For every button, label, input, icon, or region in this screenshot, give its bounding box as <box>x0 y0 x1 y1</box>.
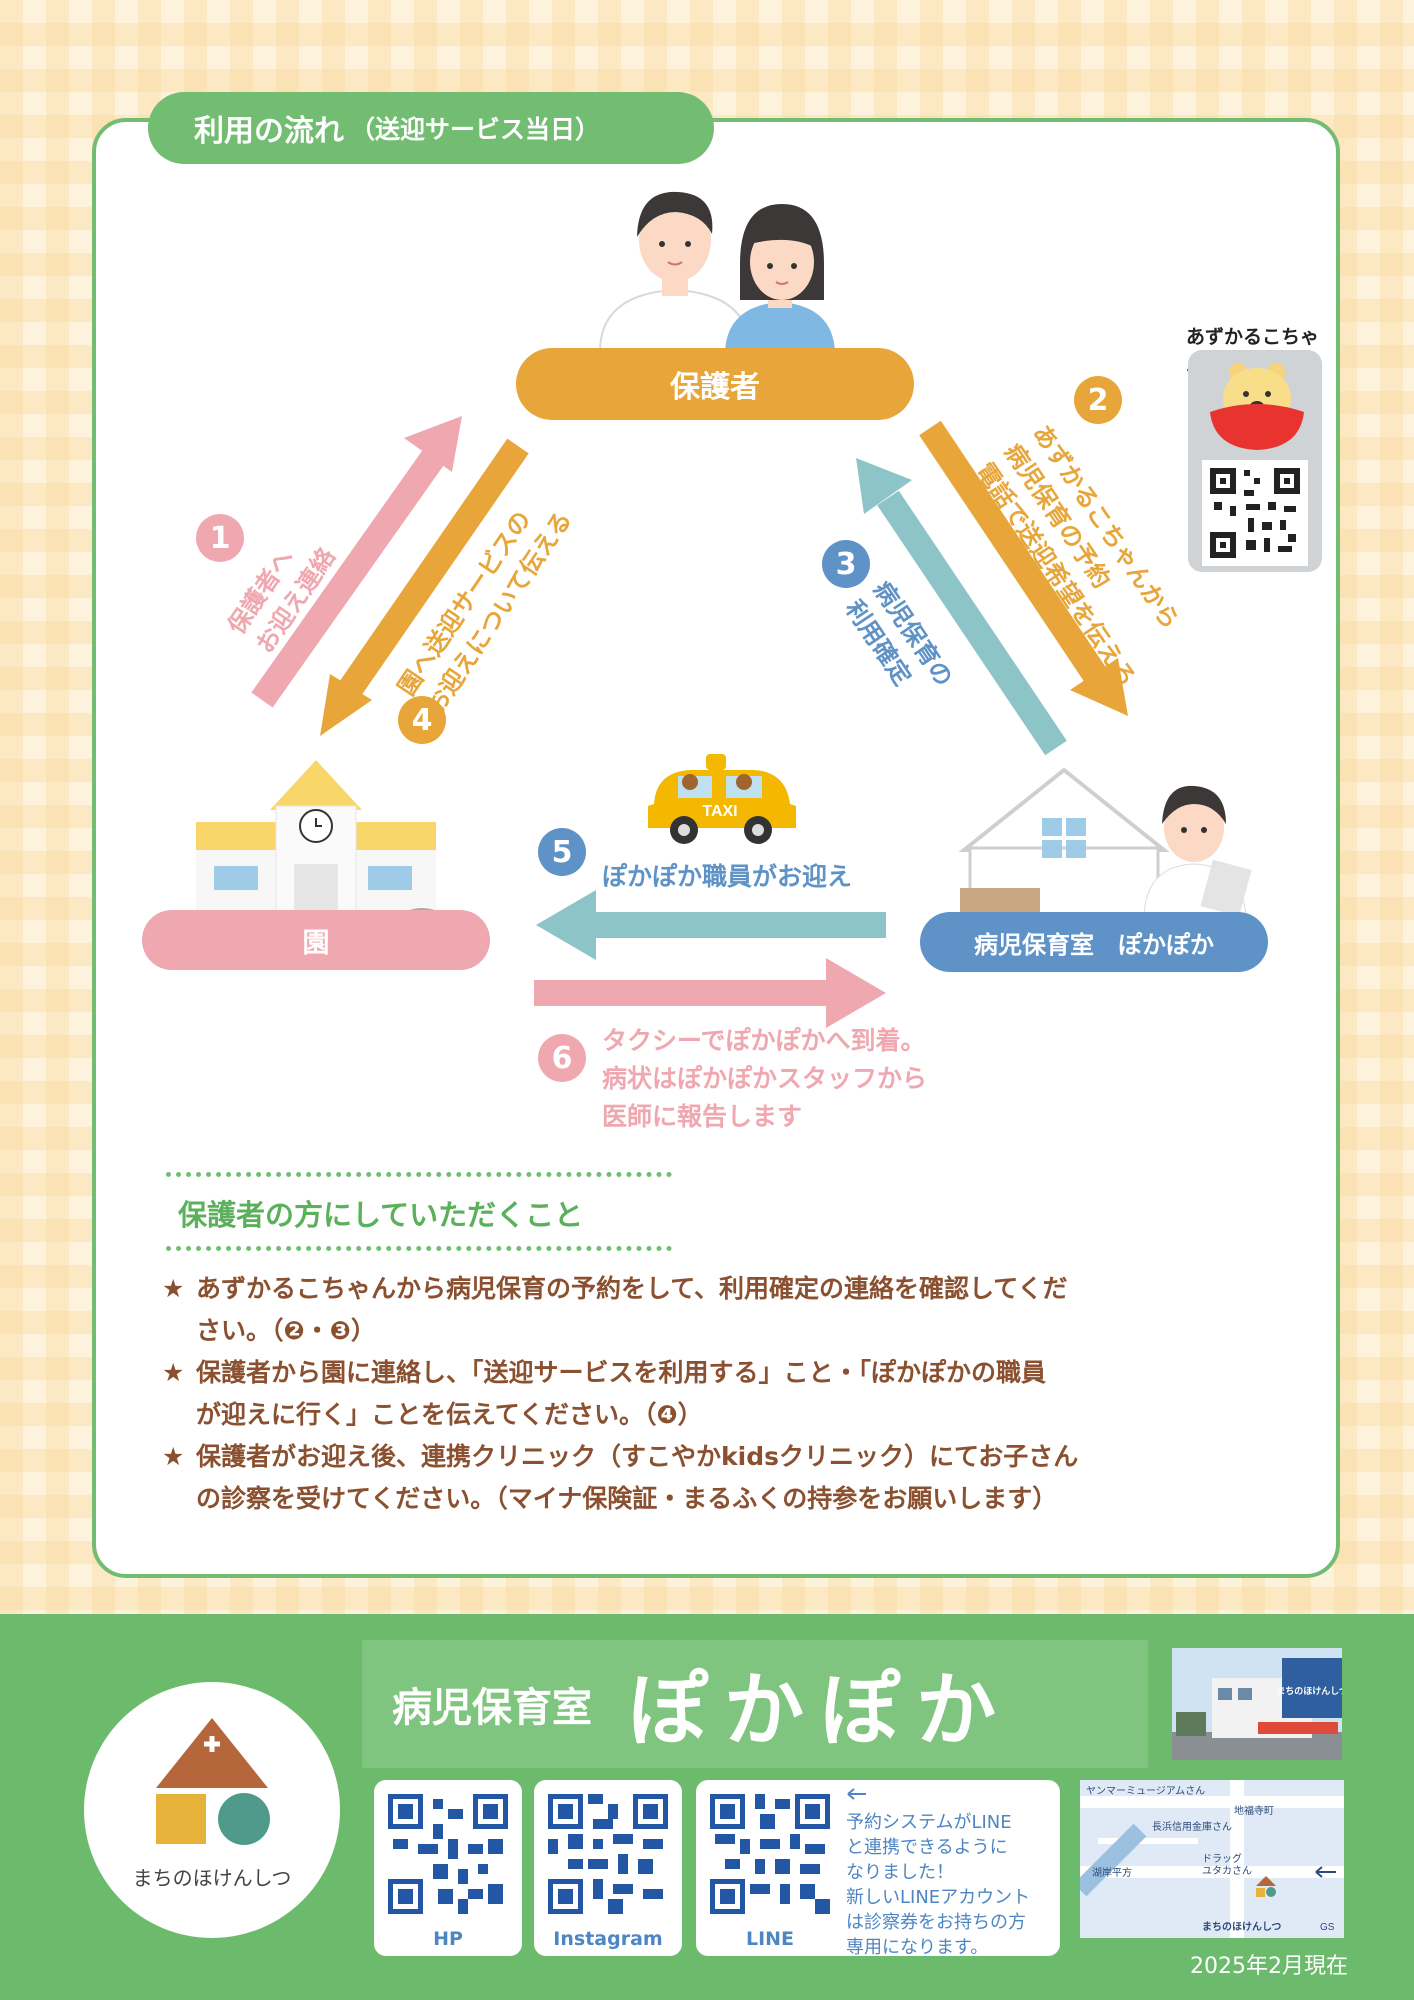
building-sign-text: まちのほけんしつ <box>1276 1686 1342 1696</box>
arrow-4 <box>337 438 529 700</box>
list-item: ★あずかるこちゃんから病児保育の予約をして、利用確定の連絡を確認してください。（… <box>162 1274 1068 1345</box>
kindergarten-illustration <box>196 760 444 935</box>
hp-qr-card[interactable]: HP <box>374 1780 522 1956</box>
kindergarten-node: 園 <box>142 910 490 970</box>
guardian-node: 保護者 <box>516 348 914 420</box>
flow-arrows <box>251 416 1128 1028</box>
arrow-3 <box>877 490 1067 756</box>
line-note: 予約システムがLINE と連携できるように なりました！ 新しいLINEアカウン… <box>846 1812 1031 1958</box>
bear-mascot-icon <box>1202 363 1308 566</box>
step-4-number: 4 <box>398 696 446 744</box>
issue-date: 2025年2月現在 <box>1190 1954 1348 1979</box>
section-divider-bottom <box>166 1246 672 1251</box>
hp-qr-icon <box>388 1794 508 1914</box>
parents-illustration <box>598 191 835 352</box>
map-label: ドラッグ <box>1202 1852 1242 1865</box>
azukaruko-qr-card[interactable] <box>1188 350 1322 572</box>
clinic-name-banner: 病児保育室 ぽかぽか <box>362 1640 1148 1768</box>
step-6-text: タクシーでぽかぽかへ到着。 病状はぽかぽかスタッフから 医師に報告します <box>602 1026 928 1131</box>
map-label: ユタカさん <box>1202 1865 1252 1877</box>
house-shapes-icon <box>156 1718 270 1845</box>
step-3-number: 3 <box>822 540 870 588</box>
guardian-section-title: 保護者の方にしていただくこと <box>178 1198 584 1232</box>
map-label: 地福寺町 <box>1234 1804 1274 1817</box>
nursery-node: 病児保育室 ぽかぽか <box>920 912 1268 972</box>
map-label: GS <box>1320 1922 1335 1933</box>
map-label: 湖岸平方 <box>1092 1866 1132 1879</box>
guardian-task-list: ★あずかるこちゃんから病児保育の予約をして、利用確定の連絡を確認してください。（… <box>162 1268 1282 1520</box>
map-label: 長浜信用金庫さん <box>1152 1820 1232 1833</box>
left-arrow-icon <box>847 1788 866 1800</box>
line-qr-card[interactable]: LINE <box>696 1780 1060 1956</box>
section-divider-top <box>166 1172 672 1177</box>
step-5-number: 5 <box>538 828 586 876</box>
taxi-sign: TAXI <box>702 803 737 820</box>
map-label: ヤンマーミュージアムさん <box>1086 1785 1205 1797</box>
flow-title: 利用の流れ（送迎サービス当日） <box>148 92 714 164</box>
arrow-6 <box>534 980 834 1006</box>
step-1-number: 1 <box>196 514 244 562</box>
list-item: ★保護者から園に連絡し、「送迎サービスを利用する」こと・「ぽかぽかの職員が迎えに… <box>162 1358 1047 1429</box>
machi-no-hokenshitsu-logo: まちのほけんしつ <box>84 1682 340 1938</box>
map-label: まちのほけんしつ <box>1202 1921 1281 1933</box>
list-item: ★保護者がお迎え後、連携クリニック（すこやかkidsクリニック）にてお子さんの診… <box>162 1442 1079 1513</box>
arrow-5 <box>586 912 886 938</box>
instagram-qr-icon <box>548 1794 668 1914</box>
arrow-1 <box>251 440 451 708</box>
step-6-number: 6 <box>538 1034 586 1082</box>
instagram-qr-card[interactable]: Instagram <box>534 1780 682 1956</box>
access-map: ヤンマーミュージアムさん 地福寺町 長浜信用金庫さん ドラッグ ユタカさん 湖岸… <box>1080 1780 1344 1938</box>
step-5-text: ぽかぽか職員がお迎え <box>602 862 853 891</box>
nursery-illustration <box>958 767 1252 916</box>
taxi-icon: TAXI <box>648 754 796 844</box>
step-2-number: 2 <box>1074 376 1122 424</box>
building-photo: まちのほけんしつ <box>1172 1648 1342 1760</box>
line-qr-icon <box>710 1794 830 1914</box>
arrow-2 <box>919 420 1107 684</box>
